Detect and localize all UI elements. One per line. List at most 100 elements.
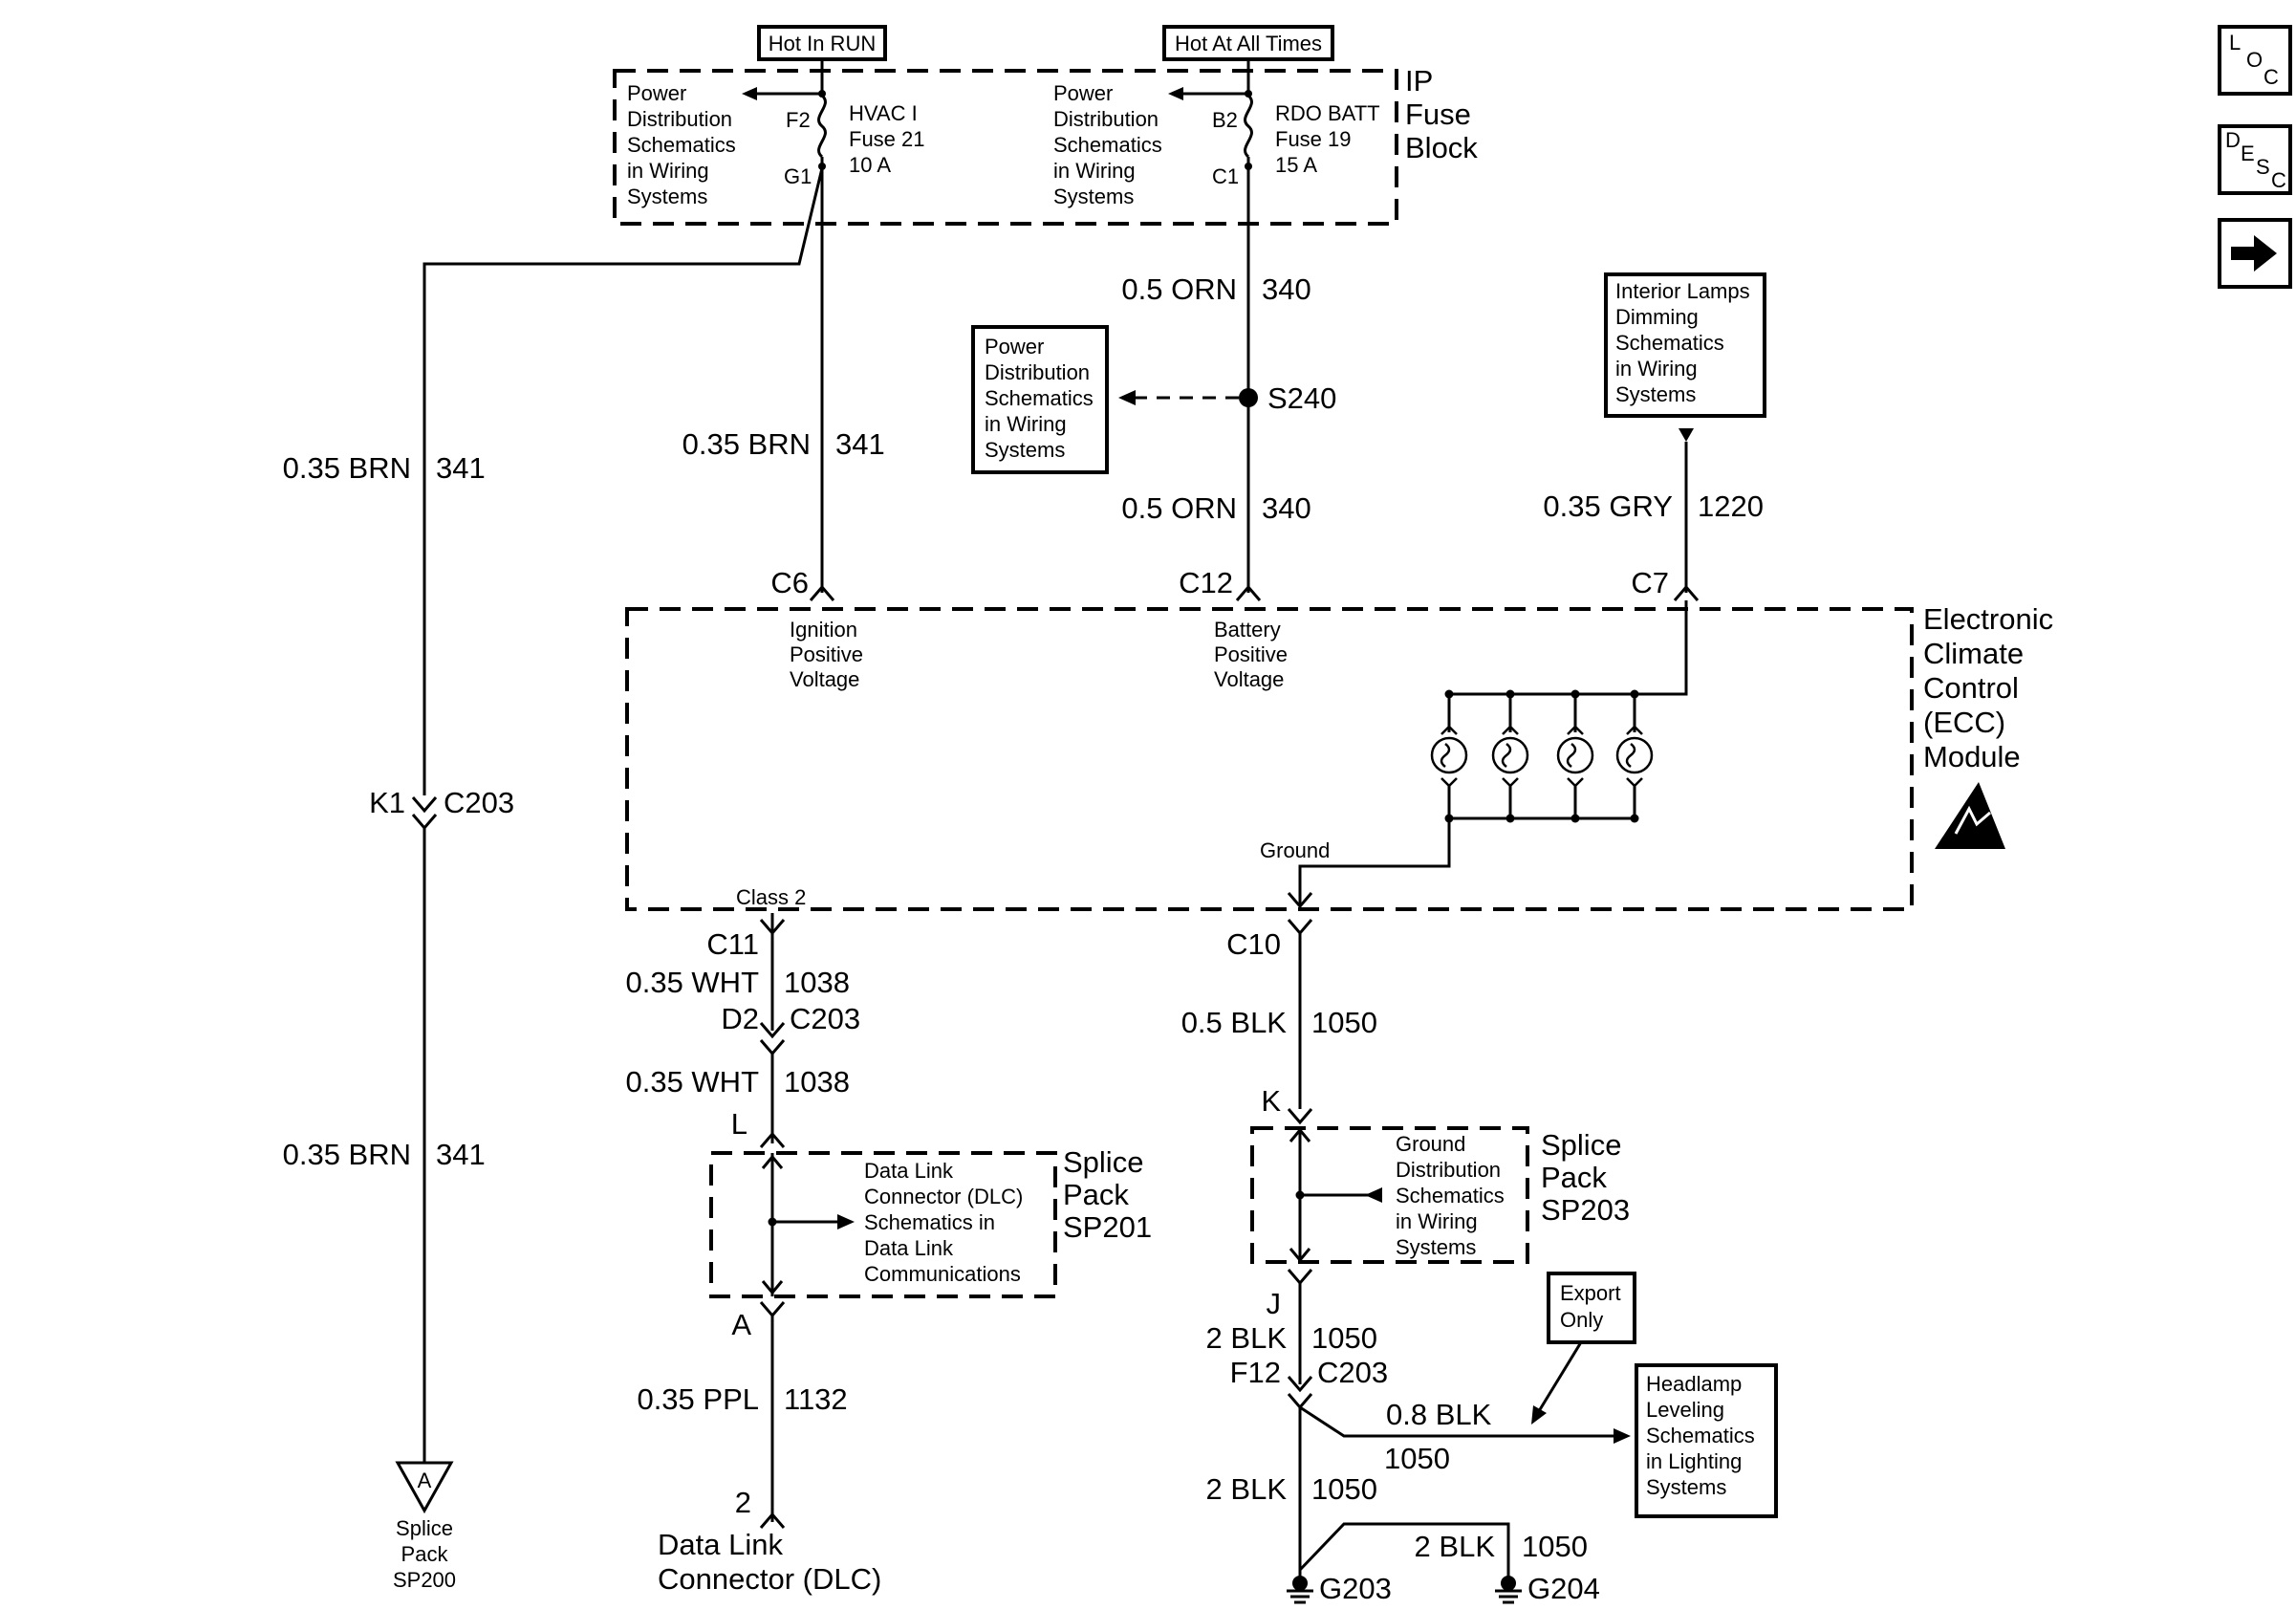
ecc-ground-path (1298, 818, 1451, 906)
next-button[interactable] (2218, 218, 2292, 289)
svg-text:Power: Power (1053, 81, 1113, 105)
hot-in-run-label: Hot In RUN (769, 32, 876, 55)
svg-text:Dimming: Dimming (1615, 305, 1699, 329)
wire-label-gry: 0.35 GRY 1220 (1543, 490, 1764, 523)
wire-label-blk-g204: 2 BLK 1050 (1415, 1530, 1588, 1563)
svg-text:0.5 BLK: 0.5 BLK (1181, 1006, 1288, 1039)
svg-text:Communications: Communications (864, 1262, 1021, 1286)
lamp-feed-bus (1449, 600, 1688, 696)
svg-text:C: C (2264, 65, 2279, 89)
svg-text:Distribution: Distribution (1396, 1158, 1501, 1182)
export-only-pointer (1537, 1341, 1583, 1412)
svg-text:2 BLK: 2 BLK (1415, 1530, 1496, 1563)
sp203-ground-dist-text: Ground Distribution Schematics in Wiring… (1396, 1132, 1505, 1259)
splice-pack-sp200-label: Splice Pack SP200 (393, 1516, 456, 1592)
arrow-down-icon (1679, 428, 1694, 442)
svg-text:10 A: 10 A (849, 153, 891, 177)
connector-c6: C6 (770, 566, 809, 599)
svg-text:2 BLK: 2 BLK (1206, 1472, 1288, 1506)
pin-f2: F2 (786, 108, 811, 132)
svg-text:Block: Block (1405, 131, 1478, 164)
export-only-text: Export Only (1560, 1281, 1621, 1332)
svg-text:Positive: Positive (1214, 642, 1288, 666)
svg-text:Schematics: Schematics (1646, 1424, 1755, 1447)
ground-g204-icon (1495, 1576, 1522, 1604)
splice-s240-label: S240 (1267, 381, 1336, 415)
hot-at-all-times-label-box: Hot At All Times (1162, 25, 1334, 61)
svg-text:0.35 GRY: 0.35 GRY (1543, 490, 1673, 523)
svg-text:Interior Lamps: Interior Lamps (1615, 279, 1750, 303)
svg-text:15 A: 15 A (1275, 153, 1317, 177)
desc-button[interactable]: D E S C (2218, 124, 2292, 195)
svg-text:Schematics: Schematics (1396, 1184, 1505, 1208)
connector-k: K (1261, 1084, 1281, 1118)
connector-k1-c203-symbol (411, 796, 438, 814)
svg-text:SP203: SP203 (1541, 1193, 1630, 1227)
rdo-fuse-label: RDO BATT Fuse 19 15 A (1275, 101, 1380, 177)
svg-text:Only: Only (1560, 1308, 1603, 1332)
svg-text:C: C (2271, 168, 2286, 192)
wire-label-brn-c6: 0.35 BRN 341 (682, 427, 885, 461)
svg-text:O: O (2246, 48, 2263, 72)
svg-text:in Wiring: in Wiring (1396, 1209, 1478, 1233)
pin-c1: C1 (1212, 164, 1239, 188)
ground-arrow-icon (1287, 892, 1313, 909)
svg-text:Pack: Pack (1541, 1161, 1607, 1194)
wire-label-wht-top: 0.35 WHT 1038 (625, 966, 850, 999)
svg-text:HVAC I: HVAC I (849, 101, 918, 125)
power-dist-right-note: Power Distribution Schematics in Wiring … (1053, 81, 1162, 208)
lamp-icon (1556, 689, 1594, 823)
connector-d2-c203-symbol (759, 1022, 786, 1039)
connector-j: J (1267, 1287, 1282, 1320)
connector-dlc-pin2-symbol (759, 1512, 786, 1529)
svg-text:Connector (DLC): Connector (DLC) (658, 1562, 881, 1596)
svg-text:Schematics: Schematics (1053, 133, 1162, 157)
connector-f12: F12 (1230, 1356, 1281, 1389)
ip-fuse-block-title: IP Fuse Block (1405, 64, 1478, 164)
loc-button[interactable]: L O C (2218, 25, 2292, 96)
arrow-left-icon (1168, 87, 1183, 100)
svg-text:Battery: Battery (1214, 618, 1281, 642)
svg-text:Schematics in: Schematics in (864, 1210, 995, 1234)
ecc-class2-label: Class 2 (736, 885, 806, 909)
svg-text:Ground: Ground (1396, 1132, 1465, 1156)
hot-in-run-label-box: Hot In RUN (757, 25, 887, 61)
wire-label-orn-bottom: 0.5 ORN 340 (1121, 491, 1310, 525)
svg-text:Ignition: Ignition (790, 618, 857, 642)
svg-text:0.35 PPL: 0.35 PPL (637, 1382, 759, 1416)
wire-label-brn-left-top: 0.35 BRN 341 (283, 451, 486, 485)
svg-text:Fuse: Fuse (1405, 98, 1471, 131)
svg-text:1050: 1050 (1311, 1006, 1377, 1039)
svg-text:in Wiring: in Wiring (627, 159, 709, 183)
svg-text:2 BLK: 2 BLK (1206, 1321, 1288, 1355)
wire-label-blk-g203: 2 BLK 1050 (1206, 1472, 1377, 1506)
connector-c10-symbol (1287, 919, 1313, 936)
svg-text:0.5 ORN: 0.5 ORN (1121, 272, 1237, 306)
svg-text:E: E (2241, 141, 2255, 165)
svg-text:S: S (2256, 155, 2270, 179)
ecc-module-title: Electronic Climate Control (ECC) Module (1923, 602, 2053, 773)
connector-a-symbol (759, 1301, 786, 1318)
svg-text:in Wiring: in Wiring (1053, 159, 1136, 183)
svg-text:0.35 WHT: 0.35 WHT (625, 966, 759, 999)
wire-label-orn-top: 0.5 ORN 340 (1121, 272, 1310, 306)
svg-text:Systems: Systems (627, 185, 707, 208)
connector-l-symbol (759, 1131, 786, 1148)
connector-c203-d2: C203 (790, 1002, 860, 1035)
svg-text:0.35 BRN: 0.35 BRN (283, 451, 411, 485)
svg-text:0.35 BRN: 0.35 BRN (682, 427, 811, 461)
svg-text:Schematics: Schematics (1615, 331, 1724, 355)
wire-label-blk-c10: 0.5 BLK 1050 (1181, 1006, 1377, 1039)
svg-text:341: 341 (436, 1138, 486, 1171)
hvac-fuse-icon (817, 94, 827, 159)
lamp-icon (1491, 689, 1529, 823)
svg-text:in Wiring: in Wiring (1615, 357, 1698, 381)
splice-pack-sp200-symbol (395, 1461, 454, 1514)
svg-text:Control: Control (1923, 671, 2019, 705)
connector-d2: D2 (721, 1002, 759, 1035)
svg-text:Systems: Systems (1053, 185, 1134, 208)
connector-c203-f12: C203 (1317, 1356, 1388, 1389)
power-dist-left-note: Power Distribution Schematics in Wiring … (627, 81, 736, 208)
ignition-positive-voltage-label: Ignition Positive Voltage (790, 618, 863, 691)
svg-text:Schematics: Schematics (627, 133, 736, 157)
